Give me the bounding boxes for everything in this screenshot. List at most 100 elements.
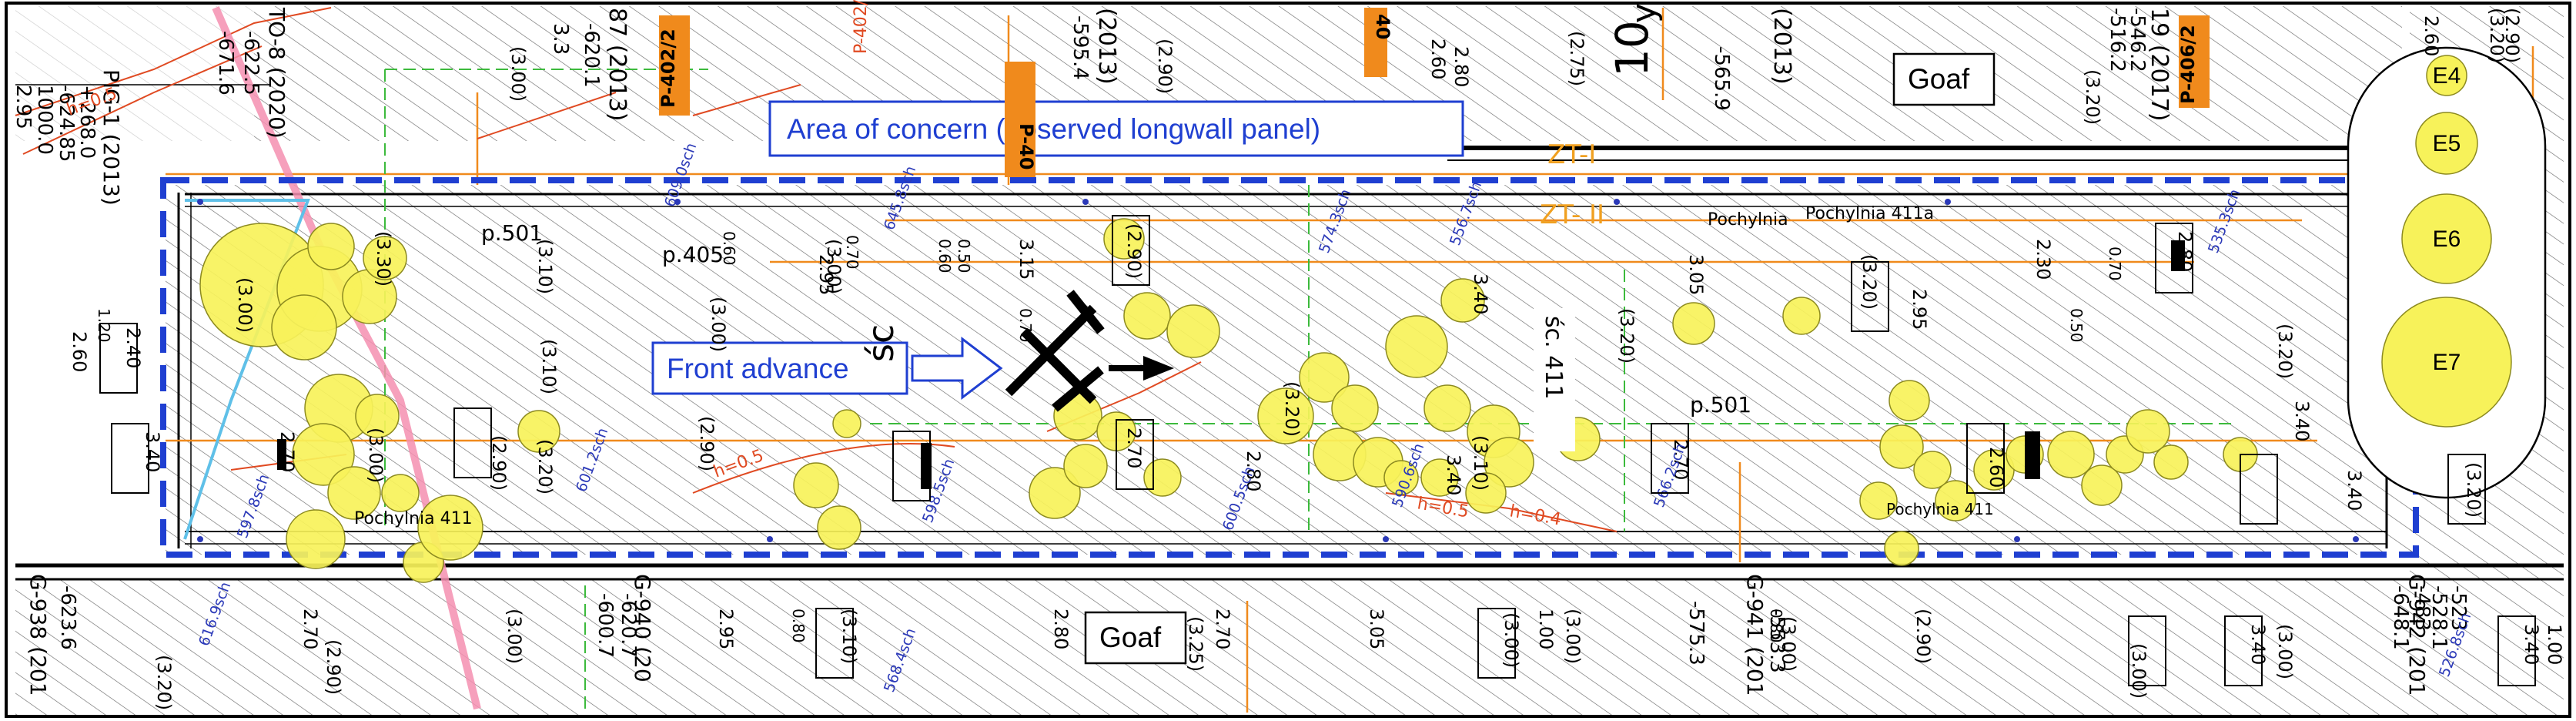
svg-text:(3.00): (3.00) <box>1500 612 1522 668</box>
svg-text:(3.00): (3.00) <box>823 239 845 294</box>
svg-text:(3.20): (3.20) <box>153 655 175 710</box>
svg-text:-623.6: -623.6 <box>56 585 79 650</box>
svg-text:-483: -483 <box>2410 585 2434 631</box>
legend-e5-label: E5 <box>2433 131 2461 156</box>
svg-text:0.50: 0.50 <box>955 239 973 273</box>
event-marker <box>832 409 861 438</box>
year-2013-top-label: 87 (2013) <box>604 8 631 121</box>
svg-text:(3.00): (3.00) <box>2274 624 2296 679</box>
event-marker <box>417 495 483 561</box>
event-marker <box>1672 302 1715 345</box>
svg-text:(3.20): (3.20) <box>2486 8 2507 63</box>
svg-text:1.00: 1.00 <box>1535 609 1557 649</box>
svg-text:-565.9: -565.9 <box>1710 46 1733 111</box>
event-marker <box>1913 451 1952 489</box>
measurement-boxes <box>99 215 2536 686</box>
roadway-lines <box>15 84 2564 581</box>
svg-text:(3.20): (3.20) <box>2082 69 2103 125</box>
bottom-thickness-labels: (3.20) (2.90) 2.70 (3.00) 2.95 (3.10) 2.… <box>153 609 2565 710</box>
svg-text:2.95: 2.95 <box>1909 289 1930 330</box>
event-marker <box>1166 304 1220 358</box>
svg-text:(3.00): (3.00) <box>234 277 256 333</box>
svg-text:(3.20): (3.20) <box>1858 254 1880 310</box>
goaf-bottom-label: Goaf <box>1099 622 1162 653</box>
svg-text:1.00: 1.00 <box>2544 624 2565 665</box>
event-marker <box>517 410 560 453</box>
event-marker <box>363 236 407 280</box>
svg-text:2.60: 2.60 <box>2420 15 2442 56</box>
event-marker <box>1257 387 1314 444</box>
hatch-panel <box>166 185 2414 555</box>
goaf-top-box <box>1892 52 1996 106</box>
legend-e6-label: E6 <box>2433 226 2461 252</box>
event-marker <box>817 505 861 550</box>
year-2013-b-label: (2013) <box>1768 8 1795 85</box>
svg-text:-575.3: -575.3 <box>1684 601 1708 666</box>
hatch-bottom-band <box>15 579 2564 715</box>
area-of-concern-box <box>768 100 1464 157</box>
svg-text:2.70: 2.70 <box>1123 428 1145 468</box>
svg-text:(3.00): (3.00) <box>507 46 529 102</box>
event-marker <box>1299 352 1350 403</box>
svg-text:(3.25): (3.25) <box>1185 616 1206 672</box>
event-marker <box>271 294 337 360</box>
svg-text:-620.7: -620.7 <box>617 593 640 658</box>
svg-text:(3.00): (3.00) <box>1562 609 1584 664</box>
event-marker <box>1889 380 1930 421</box>
svg-text:3.40: 3.40 <box>142 431 163 472</box>
svg-text:-671.6: -671.6 <box>214 31 237 96</box>
event-marker <box>355 394 400 438</box>
event-marker <box>1143 458 1182 497</box>
svg-text:(3.20): (3.20) <box>1616 308 1638 364</box>
svg-text:3.3: 3.3 <box>549 23 572 55</box>
g941-label: G-941 (201 <box>1742 574 1768 696</box>
svg-text:-546.2: -546.2 <box>2126 8 2149 72</box>
event-marker <box>1884 531 1919 566</box>
svg-text:2.95: 2.95 <box>815 254 837 295</box>
event-marker <box>2153 444 2189 480</box>
svg-text:(3.00): (3.00) <box>1778 616 1799 672</box>
svg-text:(3.20): (3.20) <box>2463 462 2484 518</box>
svg-text:-624.85: -624.85 <box>55 85 78 162</box>
svg-text:1000.0: 1000.0 <box>33 85 56 155</box>
svg-text:3.05: 3.05 <box>1366 609 1387 649</box>
event-marker <box>793 462 839 508</box>
g938-label: G-938 (201 <box>25 574 51 696</box>
event-marker <box>1423 384 1471 432</box>
event-marker <box>381 474 420 512</box>
svg-text:0.80: 0.80 <box>789 609 808 643</box>
to8-label: TO-8 (2020) <box>264 7 289 139</box>
event-marker <box>1331 384 1379 432</box>
event-marker <box>1935 480 1976 521</box>
svg-text:2.80: 2.80 <box>1243 451 1264 491</box>
front-advance-box <box>651 341 908 395</box>
sc411-backdrop <box>1534 308 1575 451</box>
svg-text:(3.00): (3.00) <box>365 428 386 483</box>
label-whitespace-left <box>15 6 254 176</box>
event-marker <box>1123 292 1171 340</box>
svg-text:(2.90): (2.90) <box>323 639 344 695</box>
event-marker <box>1383 460 1419 495</box>
legend-e4-marker <box>2426 55 2467 96</box>
year-2017-label: 19 (2017) <box>2146 8 2173 121</box>
svg-text:(3.00): (3.00) <box>2128 643 2149 699</box>
svg-text:(3.10): (3.10) <box>838 609 860 664</box>
svg-text:2.60: 2.60 <box>1427 39 1449 79</box>
event-marker <box>1465 472 1507 514</box>
svg-text:0.70: 0.70 <box>2106 246 2124 281</box>
front-advance-arrow-icon <box>911 336 1003 401</box>
zt1-label: ZT-I <box>1547 139 1596 170</box>
svg-text:-523: -523 <box>2447 585 2470 631</box>
svg-text:2.95: 2.95 <box>715 609 737 649</box>
event-marker <box>2081 464 2123 506</box>
svg-text:0.50: 0.50 <box>2067 308 2086 343</box>
p402-b-tag: P-402/2 <box>851 0 871 54</box>
svg-text:0.80: 0.80 <box>1767 609 1785 643</box>
pochylnia-left-label: Pochylnia 411 <box>354 509 473 528</box>
front-advance-label: Front advance <box>667 353 849 384</box>
g942-label: G-942 (201 <box>2404 574 2430 696</box>
svg-text:0.60: 0.60 <box>935 239 954 273</box>
goaf-bottom-box <box>1084 611 1187 665</box>
v-40-tag: 40 <box>1372 14 1393 39</box>
p501-right-label: p.501 <box>1690 392 1751 418</box>
